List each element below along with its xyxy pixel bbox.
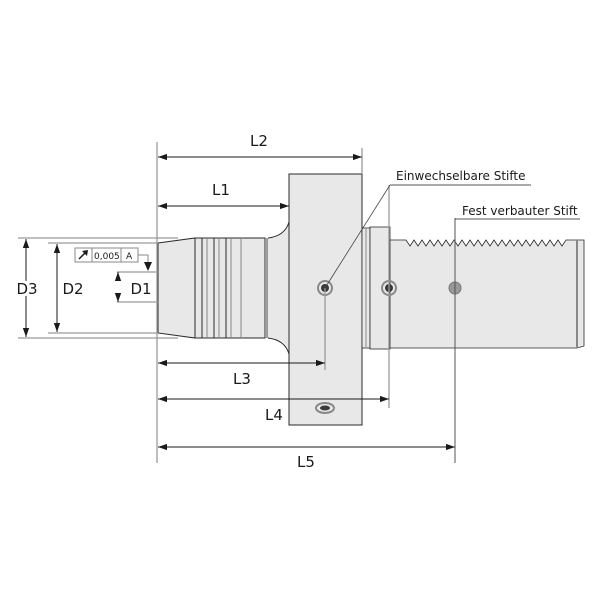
dimension-labels: L2 L1 L3 L4 L5 D3 D2 D1 xyxy=(13,132,315,471)
extension-lines xyxy=(18,142,456,463)
label-D2: D2 xyxy=(62,280,83,298)
nose-taper xyxy=(157,237,196,339)
callout-text-fixed-pin: Fest verbauter Stift xyxy=(462,204,578,218)
shoulder xyxy=(265,238,268,338)
circular-runout-icon xyxy=(78,250,88,260)
label-L4: L4 xyxy=(265,406,283,424)
label-D3: D3 xyxy=(16,280,37,298)
part-body xyxy=(157,173,585,426)
label-D1: D1 xyxy=(130,280,151,298)
datum-leader xyxy=(138,254,149,262)
datum-reference: A xyxy=(126,252,133,262)
tolerance-value: 0,005 xyxy=(94,252,120,262)
callout-text-replaceable-pins: Einwechselbare Stifte xyxy=(396,169,526,183)
callout-replaceable-pins: Einwechselbare Stifte xyxy=(324,169,531,289)
dimension-lines xyxy=(22,153,455,451)
tolerance-frame: 0,005 A xyxy=(74,247,152,271)
callout-fixed-pin: Fest verbauter Stift xyxy=(455,204,580,220)
flange-bottom-hole xyxy=(315,402,335,414)
grooved-section xyxy=(194,237,266,339)
grooves xyxy=(201,238,242,338)
label-L2: L2 xyxy=(250,132,268,150)
flange-fillet xyxy=(268,222,289,354)
label-L5: L5 xyxy=(297,453,315,471)
label-L1: L1 xyxy=(212,181,230,199)
serrated-shank xyxy=(389,239,585,349)
label-L3: L3 xyxy=(233,370,251,388)
